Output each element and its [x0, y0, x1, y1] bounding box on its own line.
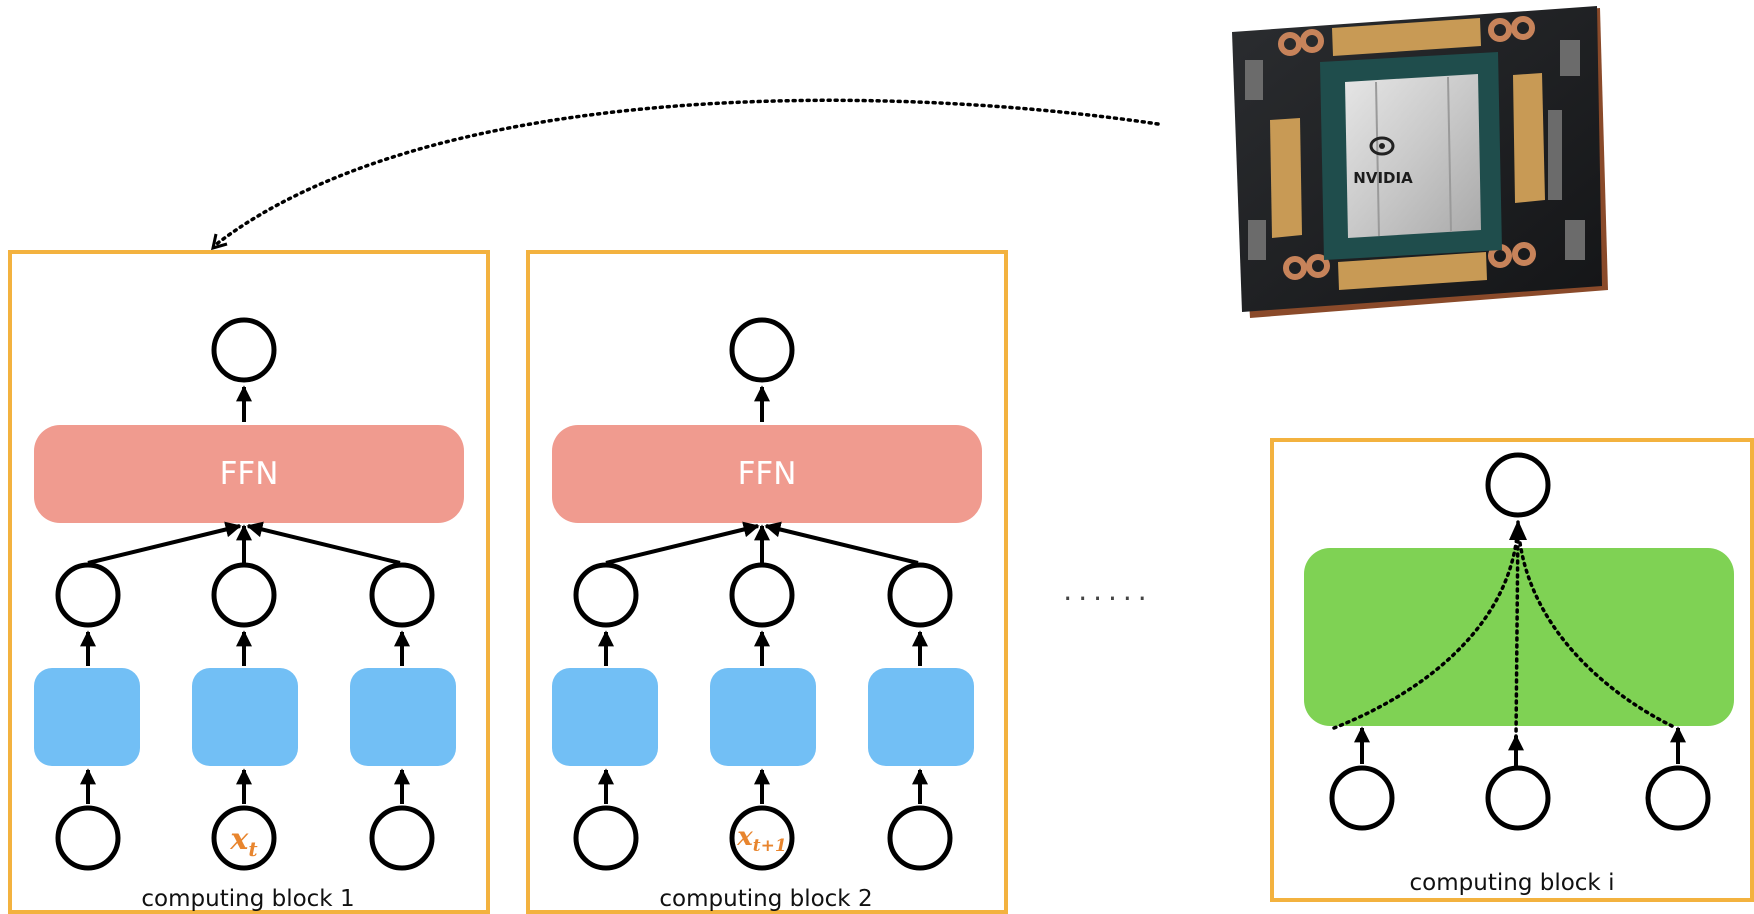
- block-1-output-node: [211, 317, 277, 383]
- nvidia-logo-icon: NVIDIA: [1353, 136, 1413, 187]
- block-2-ffn-label: FFN: [738, 456, 797, 492]
- block-1-hidden-right-to-ffn: [246, 521, 401, 565]
- computing-block-i: computing block i: [1270, 438, 1754, 902]
- block-i-input-node-mid: [1485, 765, 1551, 831]
- block-1-hidden-node-right: [369, 562, 435, 628]
- block-1-hidden-left-to-ffn: [87, 521, 242, 565]
- block-1-attention-box-left: [34, 668, 140, 766]
- block-2-ffn-box: [552, 425, 982, 523]
- block-2-attention-box-right: [868, 668, 974, 766]
- block-i-dotted-left: [1332, 520, 1520, 730]
- block-2-hidden-node-mid: [729, 562, 795, 628]
- block-i-border: [1270, 438, 1754, 902]
- block-i-dotted-right: [1516, 520, 1674, 728]
- gpu-to-block-arrow: [212, 98, 1160, 248]
- block-i-input-node-left: [1329, 765, 1395, 831]
- computing-block-1: FFN xt computing block 1: [8, 250, 490, 914]
- gpu-memory-pads: [1270, 18, 1545, 290]
- block-2-caption: computing block 2: [659, 886, 872, 912]
- block-1-attention-box-right: [350, 668, 456, 766]
- block-i-merge-box: [1304, 548, 1734, 726]
- block-1-attention-box-mid: [192, 668, 298, 766]
- block-1-input-node-left: [55, 805, 121, 871]
- block-2-input-node-left: [573, 805, 639, 871]
- block-i-output-arrowhead: [1509, 520, 1527, 540]
- nvidia-brand-text: NVIDIA: [1353, 169, 1413, 187]
- gpu-screw-rings: [1278, 16, 1536, 280]
- block-1-border: [8, 250, 490, 914]
- block-2-hidden-node-right: [887, 562, 953, 628]
- block-1-caption: computing block 1: [141, 886, 354, 912]
- block-2-attention-box-mid: [710, 668, 816, 766]
- gpu-arrow-head: [211, 233, 228, 251]
- block-1-hidden-node-mid: [211, 562, 277, 628]
- block-2-hidden-node-left: [573, 562, 639, 628]
- block-i-input-node-right: [1645, 765, 1711, 831]
- block-1-ffn-box: [34, 425, 464, 523]
- block-i-output-node: [1485, 452, 1551, 518]
- block-2-token-label: xt+1: [736, 822, 786, 856]
- block-2-output-node: [729, 317, 795, 383]
- gpu-die: [1345, 74, 1481, 238]
- block-1-token-label: xt: [229, 822, 258, 861]
- block-1-input-node-right: [369, 805, 435, 871]
- block-i-dotted-mid: [1514, 520, 1520, 740]
- block-1-ffn-label: FFN: [220, 456, 279, 492]
- block-2-border: [526, 250, 1008, 914]
- block-1-hidden-node-left: [55, 562, 121, 628]
- computing-block-2: FFN xt+1 computing block 2: [526, 250, 1008, 914]
- gpu-components: [1245, 40, 1585, 260]
- block-2-input-node-right: [887, 805, 953, 871]
- block-2-input-node-mid: [729, 805, 795, 871]
- block-2-attention-box-left: [552, 668, 658, 766]
- block-i-caption: computing block i: [1410, 870, 1615, 896]
- ellipsis: ......: [1063, 574, 1152, 607]
- block-1-input-node-mid: [211, 805, 277, 871]
- gpu-image: NVIDIA: [1232, 6, 1608, 318]
